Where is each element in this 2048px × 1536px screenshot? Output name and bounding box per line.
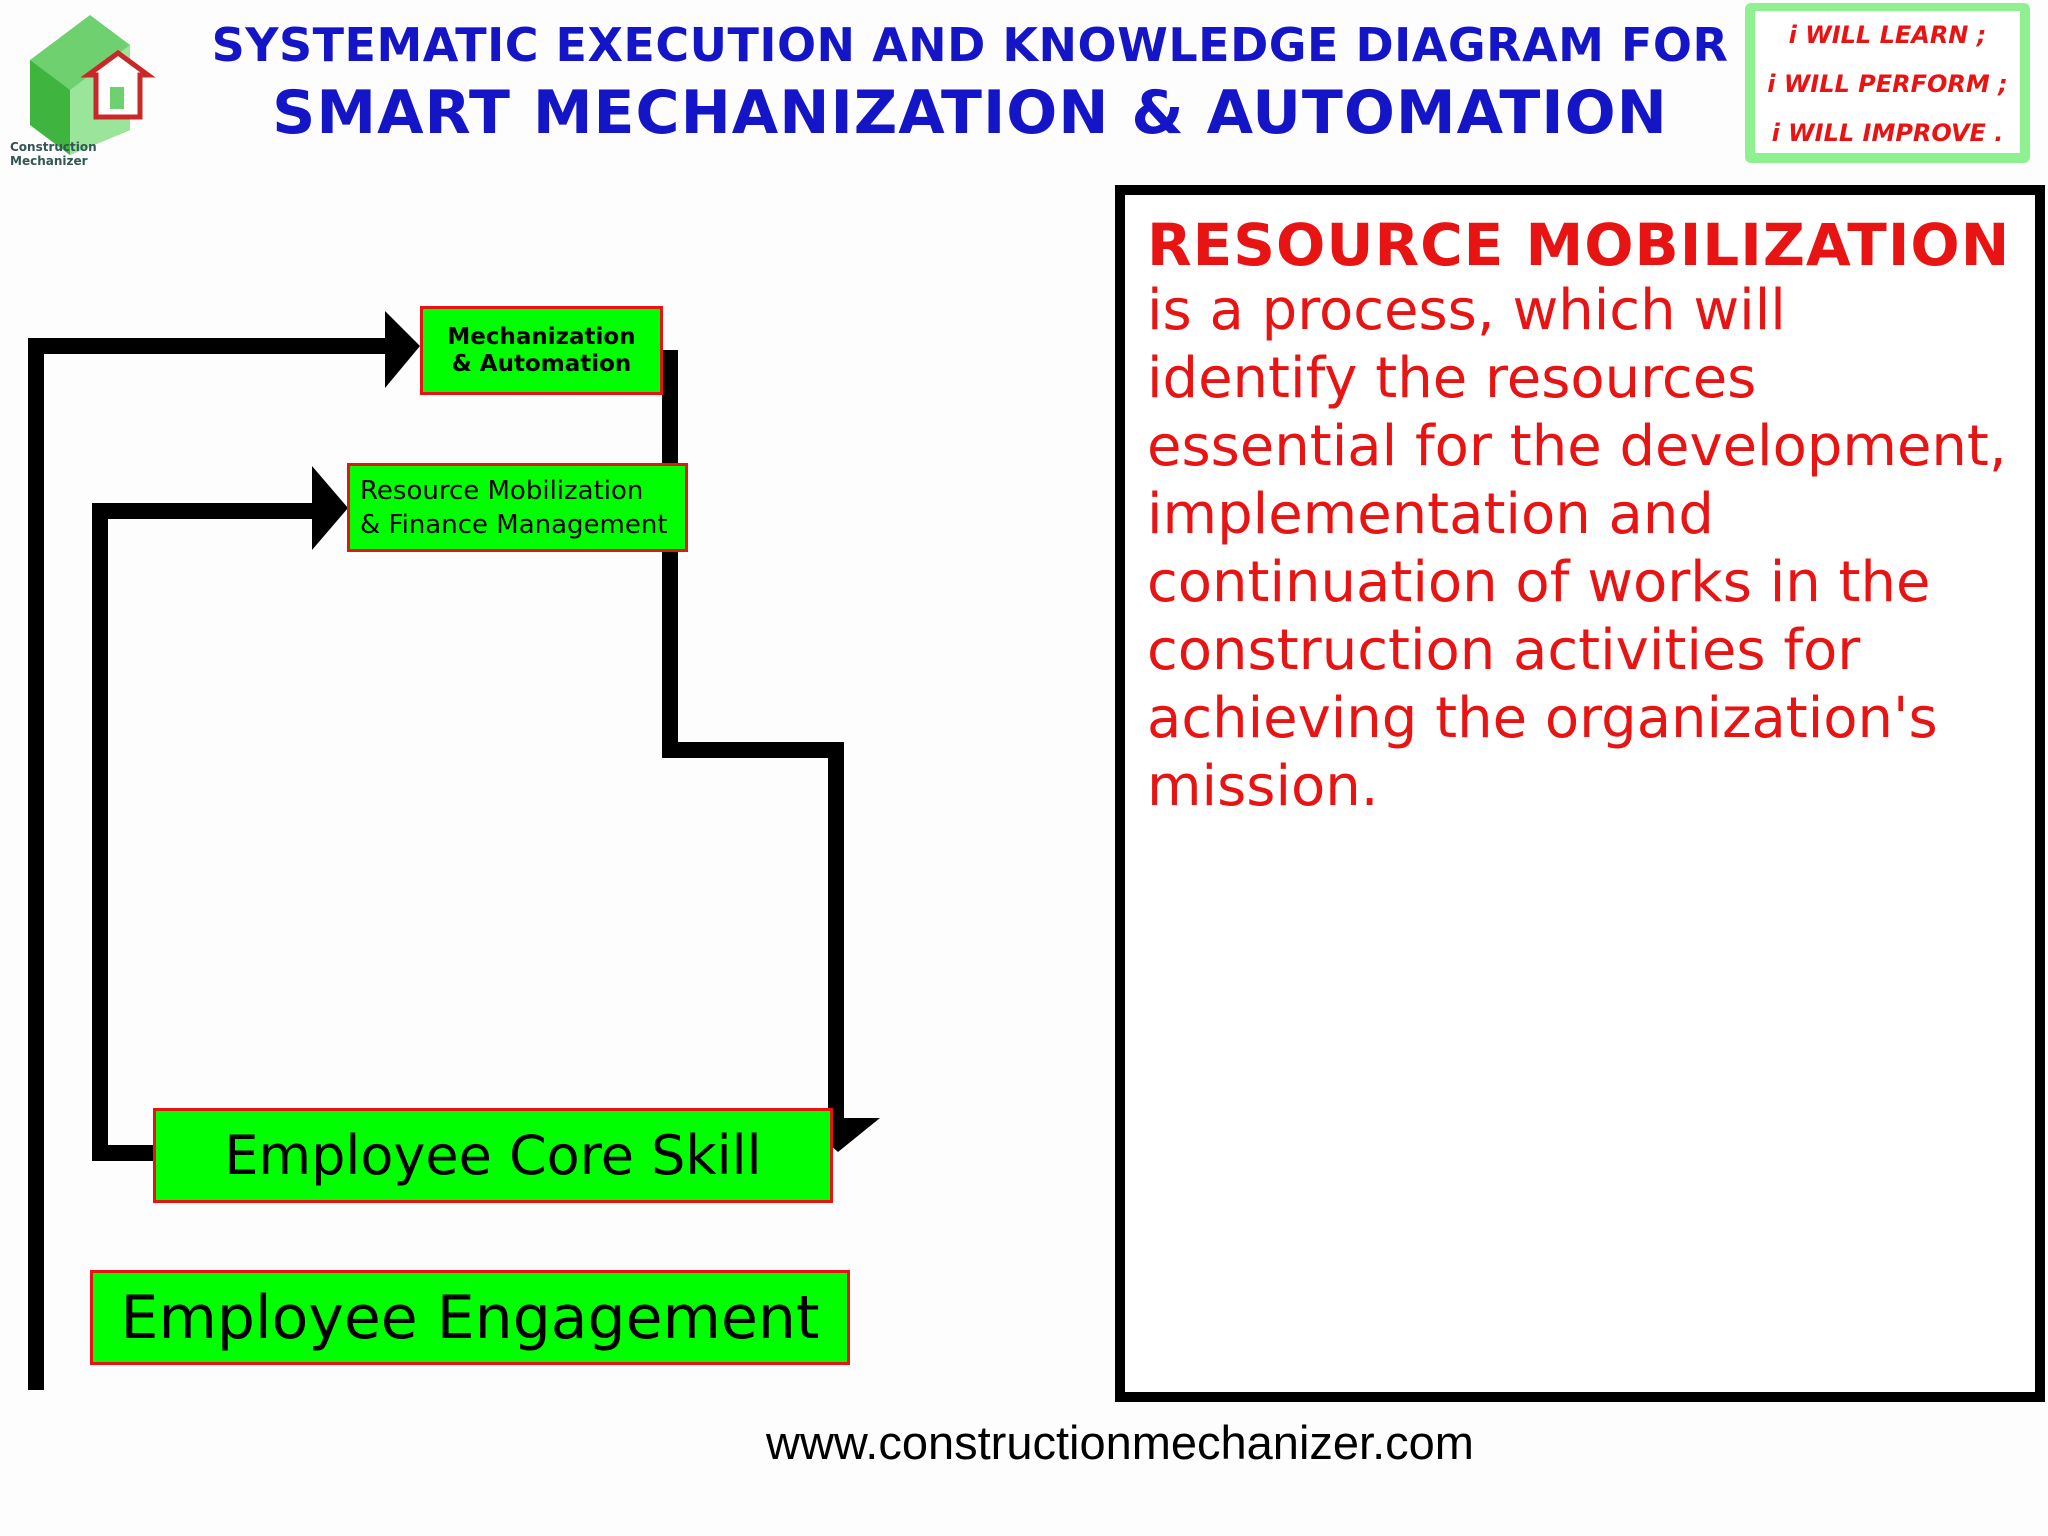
description-line: essential for the development, [1147, 414, 2007, 479]
description-line: continuation of works in the [1147, 550, 1931, 615]
box-resource-mobilization: Resource Mobilization & Finance Manageme… [347, 463, 688, 552]
execution-diagram: Mechanization & Automation Resource Mobi… [0, 190, 1110, 1390]
description-line: implementation and [1147, 482, 1714, 547]
box-mechanization-line1: Mechanization [447, 323, 636, 350]
arrow-engagement-to-mechanization [28, 338, 390, 1390]
motto-line-perform: i WILL PERFORM ; [1767, 70, 2008, 98]
box-resource-line1: Resource Mobilization [360, 475, 644, 506]
description-title: RESOURCE MOBILIZATION [1147, 211, 2011, 279]
description-line: is a process, which will [1147, 278, 1786, 343]
box-employee-engagement: Employee Engagement [90, 1270, 850, 1365]
arrow-core-skill-to-resource [92, 503, 315, 1161]
description-body: is a process, which will identify the re… [1147, 277, 2037, 821]
arrowhead-mechanization [385, 311, 420, 388]
box-resource-line2: & Finance Management [360, 509, 668, 540]
header-title-line1: SYSTEMATIC EXECUTION AND KNOWLEDGE DIAGR… [211, 18, 1729, 72]
description-panel: RESOURCE MOBILIZATION is a process, whic… [1115, 185, 2045, 1402]
arrowhead-resource [312, 466, 348, 550]
description-line: mission. [1147, 754, 1379, 819]
motto-inner: i WILL LEARN ; i WILL PERFORM ; i WILL I… [1755, 11, 2020, 153]
footer-url: www.constructionmechanizer.com [766, 1416, 1474, 1469]
motto-line-learn: i WILL LEARN ; [1788, 21, 1987, 49]
description-line: construction activities for [1147, 618, 1861, 683]
logo-caption: Construction Mechanizer [10, 140, 97, 168]
box-mechanization-automation: Mechanization & Automation [420, 306, 663, 395]
motto-box: i WILL LEARN ; i WILL PERFORM ; i WILL I… [1745, 3, 2030, 163]
header-title-line2: SMART MECHANIZATION & AUTOMATION [272, 78, 1668, 148]
motto-line-improve: i WILL IMPROVE . [1771, 119, 2004, 147]
description-line: achieving the organization's [1147, 686, 1938, 751]
box-mechanization-line2: & Automation [451, 350, 632, 377]
description-line: identify the resources [1147, 346, 1757, 411]
arrow-mechanization-to-core-skill [662, 350, 844, 1120]
construction-mechanizer-logo [30, 15, 156, 155]
box-employee-core-skill: Employee Core Skill [153, 1108, 833, 1203]
